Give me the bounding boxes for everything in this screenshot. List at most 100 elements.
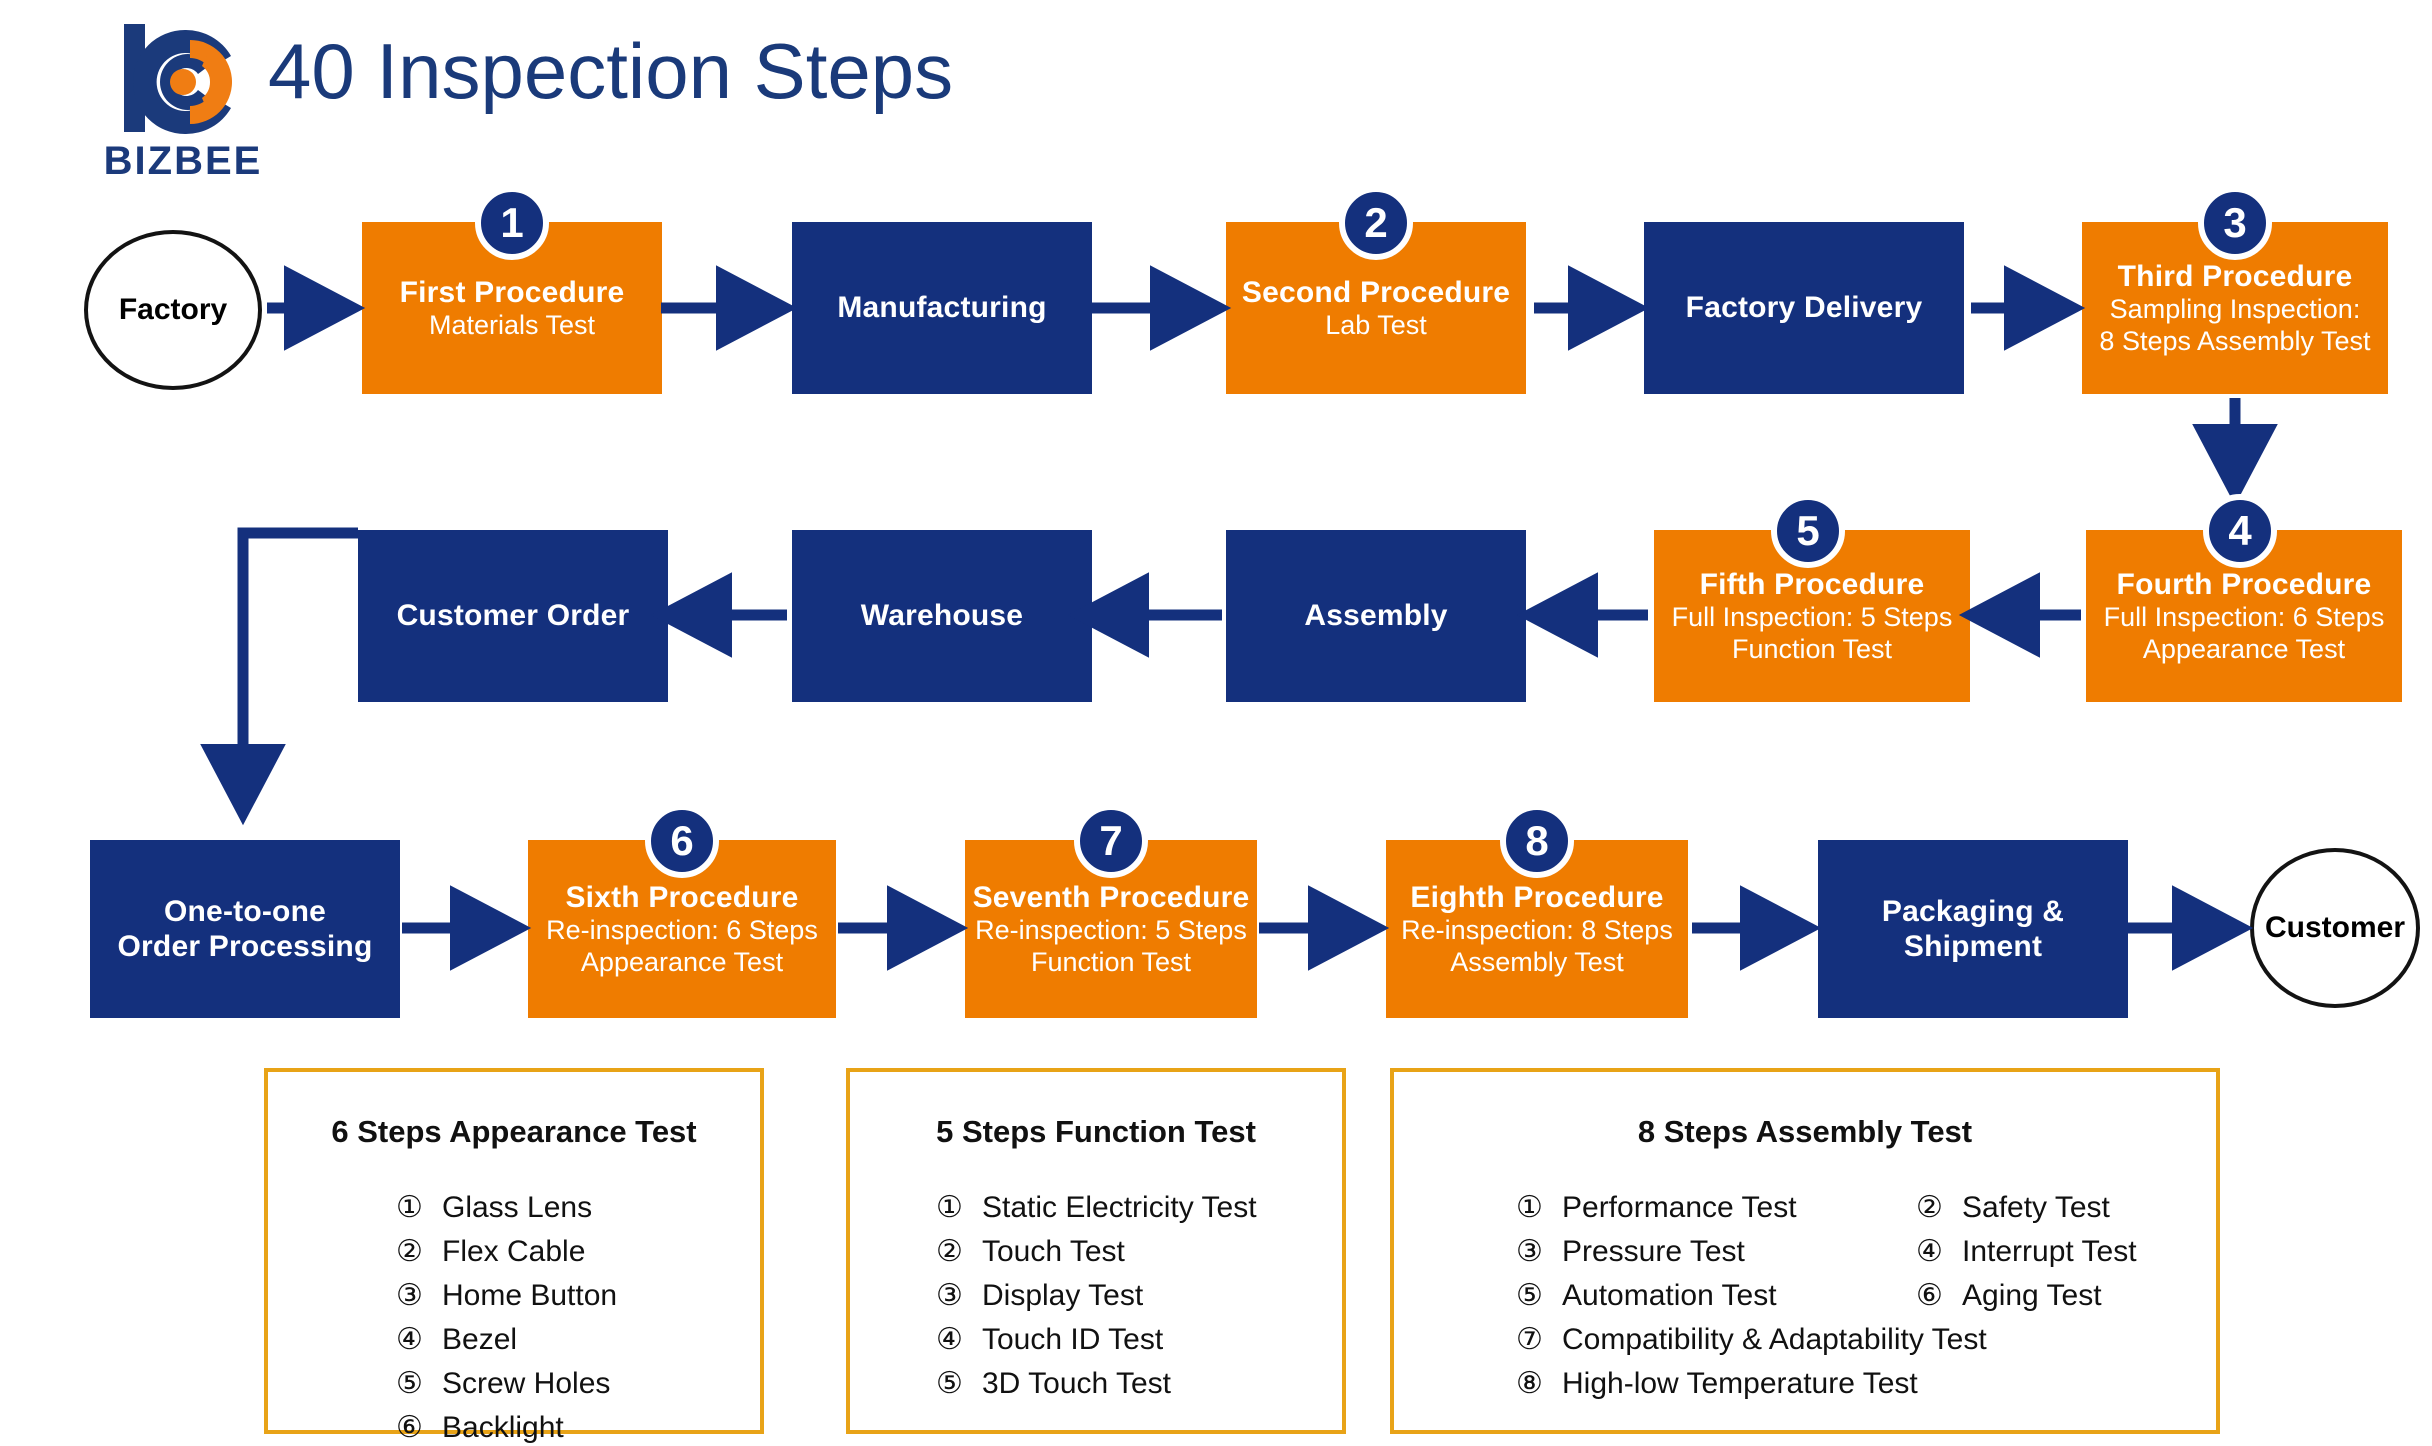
step-badge-4: 4 [2203,494,2277,568]
legend-function-test: 5 Steps Function Test ① Static Electrici… [846,1068,1346,1434]
node-title: Factory Delivery [1685,291,1923,325]
legend-item-label: Bezel [442,1323,518,1356]
terminator-customer[interactable]: Customer [2250,848,2420,1008]
legend-item-label: Touch ID Test [982,1323,1164,1356]
node-assembly[interactable]: Assembly [1226,530,1526,702]
legend-list: ① Static Electricity Test ② Touch Test ③… [850,1190,1342,1401]
node-manufacturing[interactable]: Manufacturing [792,222,1092,394]
node-title-line2: Order Processing [117,930,373,963]
node-title-line1: One-to-one [164,894,326,928]
legend-item-number: ⑥ [1916,1279,1943,1312]
legend-item: ④ Bezel [396,1322,760,1357]
node-subtitle-1: Sampling Inspection: [2109,293,2361,324]
legend-item: ④ Interrupt Test [1916,1234,2137,1269]
node-packaging-shipment[interactable]: Packaging & Shipment [1818,840,2128,1018]
legend-list: ① Performance Test ③ Pressure Test ⑤ Aut… [1394,1190,2216,1410]
legend-item: ⑧ High-low Temperature Test [1516,1366,1918,1401]
node-title: Fifth Procedure [1699,567,1925,601]
page-header: BIZBEE 40 Inspection Steps [0,0,2432,190]
legend-item: ⑤ 3D Touch Test [936,1366,1342,1401]
legend-item-number: ③ [936,1279,963,1312]
node-title-line1: Packaging & [1881,894,2065,928]
node-subtitle-1: Full Inspection: 6 Steps [2103,601,2385,632]
node-subtitle-1: Re-inspection: 8 Steps [1401,914,1673,945]
step-badge-3: 3 [2198,186,2272,260]
legend-item-label: Home Button [442,1279,618,1312]
legend-item-number: ④ [396,1323,423,1356]
node-subtitle-2: 8 Steps Assembly Test [2099,325,2371,356]
legend-item-number: ③ [396,1279,423,1312]
legend-item: ① Static Electricity Test [936,1190,1342,1225]
node-subtitle-1: Re-inspection: 6 Steps [546,914,818,945]
legend-item: ③ Home Button [396,1278,760,1313]
node-subtitle-2: Appearance Test [580,946,784,977]
step-badge-5: 5 [1771,494,1845,568]
node-subtitle: Lab Test [1325,309,1427,340]
legend-title: 8 Steps Assembly Test [1637,1114,1973,1149]
node-subtitle: Materials Test [428,309,596,340]
legend-item-number: ④ [936,1323,963,1356]
legend-item: ⑥ Aging Test [1916,1278,2137,1313]
legend-item-label: Safety Test [1962,1191,2110,1224]
node-title: First Procedure [399,275,625,309]
legend-item-label: Touch Test [982,1235,1125,1268]
legend-appearance-test: 6 Steps Appearance Test ① Glass Lens ② F… [264,1068,764,1444]
legend-item-label: Compatibility & Adaptability Test [1562,1323,1987,1356]
legend-item: ④ Touch ID Test [936,1322,1342,1357]
legend-item: ① Glass Lens [396,1190,760,1225]
legend-item-label: High-low Temperature Test [1562,1367,1918,1400]
legend-item-number: ② [396,1235,423,1268]
node-title: Third Procedure [2117,259,2353,293]
legend-item: ② Flex Cable [396,1234,760,1269]
legend-item-number: ② [936,1235,963,1268]
node-title: Seventh Procedure [972,880,1250,914]
terminator-customer-label: Customer [2264,911,2406,944]
legend-item-label: Backlight [442,1411,564,1444]
legend-item-label: Interrupt Test [1962,1235,2137,1268]
legend-item-number: ② [1916,1191,1943,1224]
legend-item-label: Pressure Test [1562,1235,1745,1268]
legend-item: ② Safety Test [1916,1190,2137,1225]
legend-item: ⑥ Backlight [396,1410,760,1445]
step-badge-6: 6 [645,804,719,878]
legend-item: ① Performance Test [1516,1190,1916,1225]
node-fifth-procedure[interactable]: Fifth Procedure Full Inspection: 5 Steps… [1654,530,1970,702]
legend-item-number: ① [1516,1191,1543,1224]
legend-item: ③ Pressure Test [1516,1234,1916,1269]
terminator-factory[interactable]: Factory [84,230,262,390]
legend-item-number: ⑤ [936,1367,963,1400]
page-title: 40 Inspection Steps [268,27,954,115]
legend-item-number: ⑦ [1516,1323,1543,1356]
legend-item-label: Aging Test [1962,1279,2102,1312]
node-subtitle-1: Full Inspection: 5 Steps [1671,601,1953,632]
node-title: Warehouse [860,599,1024,633]
node-warehouse[interactable]: Warehouse [792,530,1092,702]
node-one-to-one-order-processing[interactable]: One-to-one Order Processing [90,840,400,1018]
legend-item-label: 3D Touch Test [982,1367,1172,1400]
legend-item-number: ④ [1916,1235,1943,1268]
legend-item: ② Touch Test [936,1234,1342,1269]
legend-column-left: ① Performance Test ③ Pressure Test ⑤ Aut… [1516,1190,1987,1410]
legend-item-label: Static Electricity Test [982,1191,1257,1224]
step-badge-1: 1 [475,186,549,260]
node-factory-delivery[interactable]: Factory Delivery [1644,222,1964,394]
node-subtitle-1: Re-inspection: 5 Steps [975,914,1247,945]
node-title: Customer Order [396,599,630,633]
legend-item-number: ⑧ [1516,1367,1543,1400]
legend-list: ① Glass Lens ② Flex Cable ③ Home Button … [268,1190,760,1445]
legend-item-label: Flex Cable [442,1235,586,1268]
step-badge-8: 8 [1500,804,1574,878]
step-badge-2: 2 [1339,186,1413,260]
legend-item-number: ① [936,1191,963,1224]
node-customer-order[interactable]: Customer Order [358,530,668,702]
legend-item-label: Display Test [982,1279,1144,1312]
legend-assembly-test: 8 Steps Assembly Test ① Performance Test… [1390,1068,2220,1434]
legend-item-number: ① [396,1191,423,1224]
legend-item-label: Automation Test [1562,1279,1777,1312]
legend-item-number: ⑥ [396,1411,423,1444]
node-title-line2: Shipment [1903,930,2043,963]
legend-item: ⑤ Automation Test [1516,1278,1916,1313]
logo-wordmark: BIZBEE [103,139,263,183]
node-subtitle-2: Function Test [1731,633,1893,664]
